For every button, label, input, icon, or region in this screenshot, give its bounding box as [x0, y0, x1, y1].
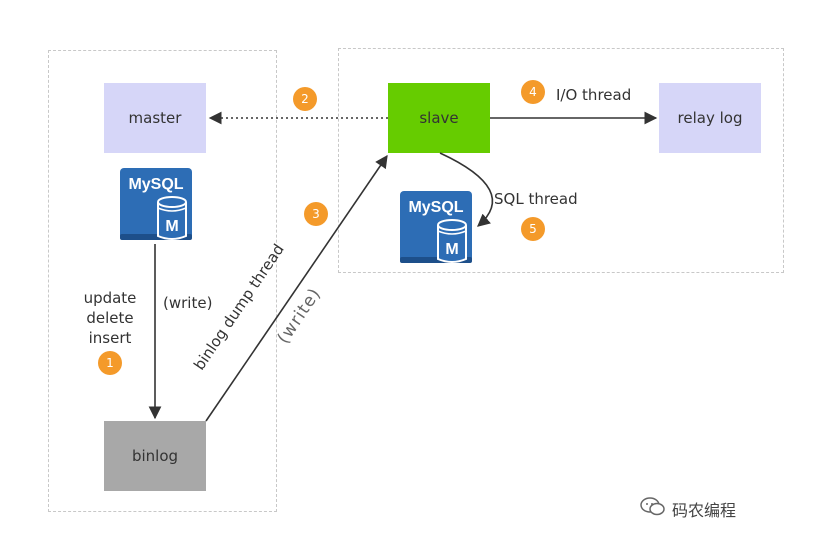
binlog-node: binlog	[104, 421, 206, 491]
write-label-left: (write)	[163, 294, 213, 312]
slave-node: slave	[388, 83, 490, 153]
mysql-letter-text: M	[445, 241, 458, 258]
step-badge-4: 4	[521, 80, 545, 104]
arrow-binlog-to-slave	[205, 154, 388, 422]
operations-label: update delete insert	[72, 288, 148, 348]
master-host-frame	[48, 50, 277, 512]
step-badge-1: 1	[98, 351, 122, 375]
binlog-label: binlog	[131, 447, 179, 465]
op-update: update	[83, 289, 137, 307]
step-badge-2: 2	[293, 87, 317, 111]
sql-thread-label: SQL thread	[494, 190, 578, 208]
op-insert: insert	[88, 329, 132, 347]
mysql-icon-slave: MySQL M	[400, 191, 472, 263]
mysql-letter-text: M	[165, 218, 178, 235]
step-badge-3: 3	[304, 202, 328, 226]
relay-log-node: relay log	[659, 83, 761, 153]
relay-log-label: relay log	[677, 109, 743, 127]
master-label: master	[128, 109, 182, 127]
slave-label: slave	[419, 109, 459, 127]
mysql-icon-master: MySQL M	[120, 168, 192, 240]
mysql-brand-text: MySQL	[408, 199, 463, 216]
wechat-logo-icon	[640, 497, 665, 516]
mysql-brand-text: MySQL	[128, 176, 183, 193]
step-badge-5: 5	[521, 217, 545, 241]
io-thread-label: I/O thread	[556, 86, 632, 104]
master-node: master	[104, 83, 206, 153]
arrow-slave-to-mysql	[439, 152, 494, 227]
watermark-text: 码农编程	[672, 501, 737, 520]
op-delete: delete	[86, 309, 134, 327]
slave-host-frame	[338, 48, 784, 273]
